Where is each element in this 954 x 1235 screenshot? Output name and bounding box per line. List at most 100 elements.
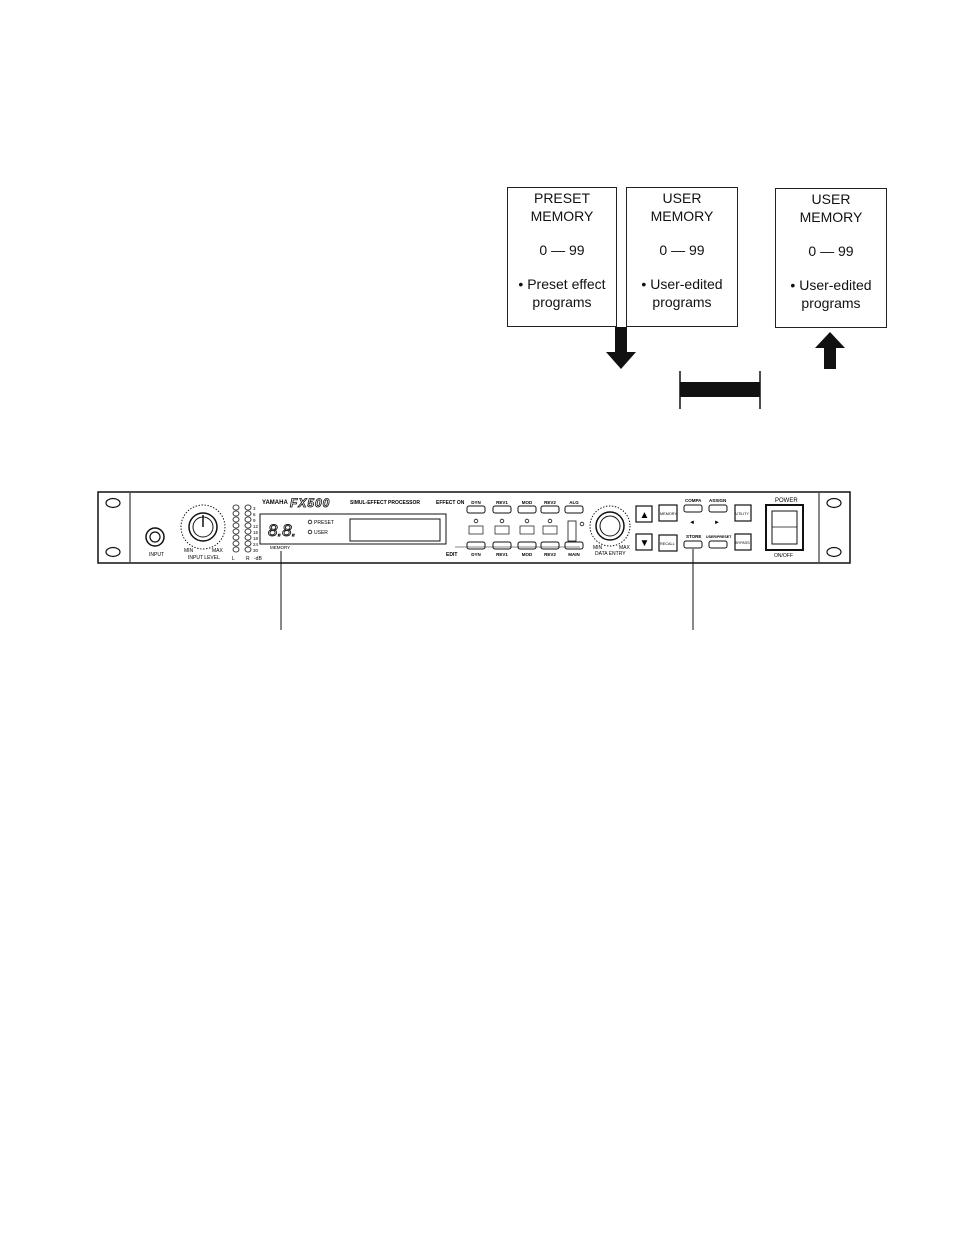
power-label: POWER <box>775 498 798 504</box>
assign-button[interactable] <box>708 504 728 513</box>
meter-led <box>244 504 252 511</box>
input-jack[interactable] <box>145 527 165 547</box>
effect-label: REV1 <box>496 500 508 505</box>
box-title: USER <box>662 190 702 206</box>
meter-led <box>232 528 240 535</box>
input-level-knob[interactable] <box>180 504 226 550</box>
preset-label: PRESET <box>314 520 334 526</box>
meter-led <box>244 540 252 547</box>
edit-label: MOD <box>522 552 533 557</box>
effect-label: MOD <box>522 500 533 505</box>
meter-led <box>244 528 252 535</box>
level-meters <box>232 504 252 553</box>
model-logo: FX500 <box>290 496 330 510</box>
up-button[interactable] <box>635 505 653 523</box>
box-title: MEMORY <box>799 209 863 225</box>
compare-label: COMPA <box>685 498 702 503</box>
effect-on-button[interactable] <box>540 505 560 514</box>
user-label: USER <box>314 530 328 536</box>
preset-indicator <box>307 519 313 525</box>
user-indicator <box>307 529 313 535</box>
data-entry-dial[interactable] <box>589 505 631 547</box>
user-preset-button[interactable] <box>708 540 728 549</box>
bypass-button[interactable] <box>734 533 752 551</box>
assign-label: ASSIGN <box>709 498 726 503</box>
effect-led <box>473 518 479 524</box>
box-title: MEMORY <box>650 208 714 224</box>
meter-led <box>244 516 252 523</box>
meter-led <box>244 546 252 553</box>
rack-hole <box>105 546 121 558</box>
meter-led <box>244 510 252 517</box>
display-window <box>259 513 447 545</box>
user-memory-box-2: USER MEMORY 0 — 99 • User-edited program… <box>775 188 887 328</box>
meter-scale-label: 6 <box>253 512 256 517</box>
dial-max-label: MAX <box>619 545 631 551</box>
effect-on-label: EFFECT ON <box>436 500 465 506</box>
dial-min-label: MIN <box>593 545 603 551</box>
edit-button[interactable] <box>466 541 486 550</box>
input-label: INPUT <box>149 552 164 558</box>
memory-label: MEMORY <box>270 545 290 550</box>
subtitle-label: SIMUL-EFFECT PROCESSOR <box>350 500 420 506</box>
effect-led <box>524 518 530 524</box>
preset-memory-box: PRESET MEMORY 0 — 99 • Preset effect pro… <box>507 187 617 327</box>
up-arrow-icon: ▲ <box>640 510 650 521</box>
meter-led <box>232 504 240 511</box>
box-desc: • User-edited <box>641 276 723 292</box>
store-label: STORE <box>686 534 701 539</box>
effect-label: DYN <box>471 500 481 505</box>
effect-on-button[interactable] <box>492 505 512 514</box>
effect-block-icon <box>468 525 484 535</box>
down-button[interactable] <box>635 533 653 551</box>
effect-on-button[interactable] <box>517 505 537 514</box>
box-range: 0 — 99 <box>808 243 854 259</box>
compare-button[interactable] <box>683 504 703 513</box>
led-display: 8.8. <box>268 521 296 540</box>
meter-scale-label: 12 <box>253 524 259 529</box>
utility-button[interactable] <box>734 504 752 522</box>
min-label: MIN <box>184 548 194 554</box>
effect-label: ALG <box>569 500 579 505</box>
power-switch[interactable] <box>765 504 804 551</box>
data-entry-label: DATA ENTRY <box>595 551 626 557</box>
memory-button[interactable] <box>658 504 678 522</box>
input-level-label: INPUT LEVEL <box>188 555 220 561</box>
edit-label: REV1 <box>496 552 508 557</box>
effect-block-icon <box>542 525 558 535</box>
down-arrow-icon: ▼ <box>640 538 650 549</box>
lcd-screen <box>349 518 441 542</box>
edit-button[interactable] <box>564 541 584 550</box>
effect-block-icon <box>519 525 535 535</box>
box-range: 0 — 99 <box>539 242 585 258</box>
meter-led <box>232 534 240 541</box>
meter-scale-label: 30 <box>253 548 259 553</box>
meter-scale-label: 9 <box>253 518 256 523</box>
utility-button-label: UTILITY <box>736 512 750 516</box>
meter-led <box>244 534 252 541</box>
fx500-front-panel: INPUT MIN MAX INPUT LEVEL L R -dB 369121… <box>97 491 851 630</box>
effect-on-button[interactable] <box>466 505 486 514</box>
recall-button[interactable] <box>658 534 678 552</box>
on-off-label: ON/OFF <box>774 553 793 559</box>
meter-led <box>244 522 252 529</box>
bypass-button-label: BYPASS <box>736 541 751 545</box>
edit-button[interactable] <box>540 541 560 550</box>
meter-led <box>232 510 240 517</box>
box-desc: • User-edited <box>790 277 872 293</box>
memory-arrows <box>606 327 845 409</box>
edit-label: EDIT <box>446 552 457 558</box>
edit-button[interactable] <box>492 541 512 550</box>
meter-scale-label: 24 <box>253 542 259 547</box>
edit-button[interactable] <box>517 541 537 550</box>
algorithm-led <box>579 521 585 527</box>
meter-l-label: L <box>232 556 235 562</box>
rack-hole <box>826 497 842 509</box>
store-button[interactable] <box>683 540 703 549</box>
meter-scale-label: 3 <box>253 506 256 511</box>
box-title: MEMORY <box>530 208 594 224</box>
memory-button-label: MEMORY <box>660 512 677 516</box>
box-desc: programs <box>652 294 712 310</box>
meter-led <box>232 516 240 523</box>
effect-on-button[interactable] <box>564 505 584 514</box>
